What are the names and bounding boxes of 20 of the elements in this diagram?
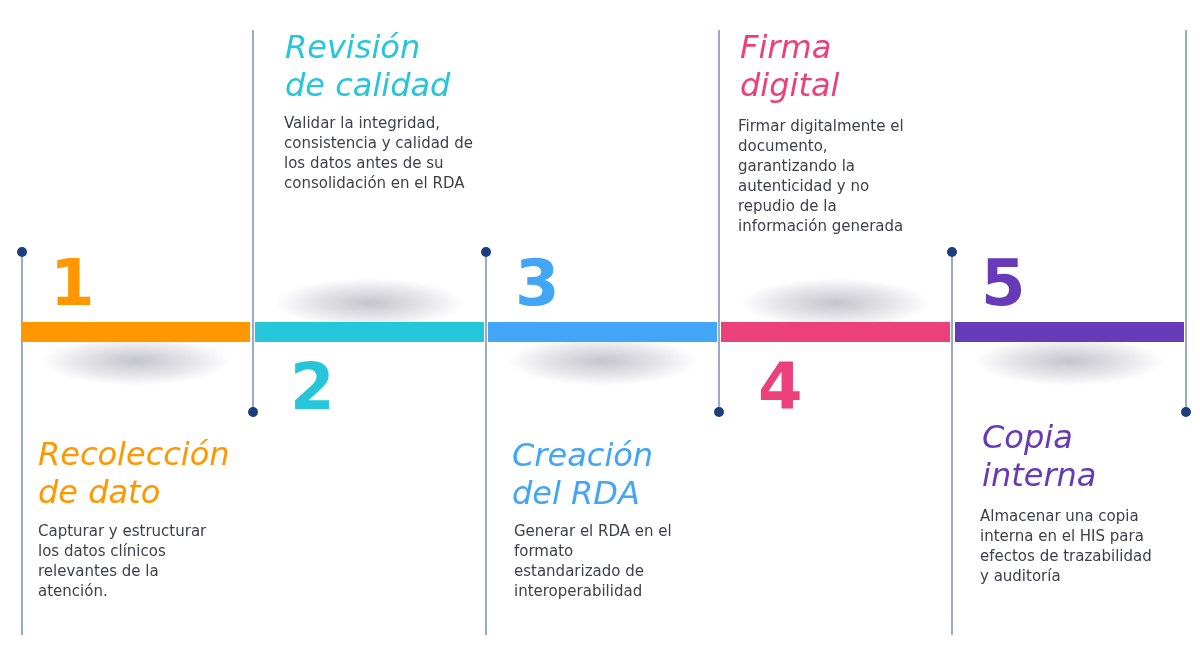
step-title: Firma digital (740, 28, 841, 104)
step-number: 2 (290, 355, 335, 419)
step-description: Firmar digitalmente el documento, garantizando la autenticidad y no repudio de la información generada (738, 116, 905, 236)
step-number: 1 (50, 251, 95, 315)
timeline-segment (955, 322, 1184, 342)
step-description: Generar el RDA en el formato estandarizado de interoperabilidad (514, 521, 673, 601)
step-title: Recolección de dato (38, 435, 231, 511)
timeline-segment (721, 322, 950, 342)
timeline-segment (488, 322, 717, 342)
step-title: Revisión de calidad (285, 28, 452, 104)
timeline-segment (22, 322, 250, 342)
timeline-segment (255, 322, 484, 342)
step-number: 3 (515, 251, 560, 315)
step-title: Copia interna (982, 418, 1098, 494)
step-description: Almacenar una copia interna en el HIS para efectos de trazabilidad y auditoría (980, 506, 1153, 586)
step-number: 5 (981, 251, 1026, 315)
step-description: Validar la integridad, consistencia y calidad de los datos antes de su consolidación en el RDA (284, 113, 474, 193)
step-title: Creación del RDA (512, 436, 655, 512)
step-number: 4 (758, 355, 803, 419)
step-description: Capturar y estructurar los datos clínicos relevantes de la atención. (38, 521, 208, 601)
